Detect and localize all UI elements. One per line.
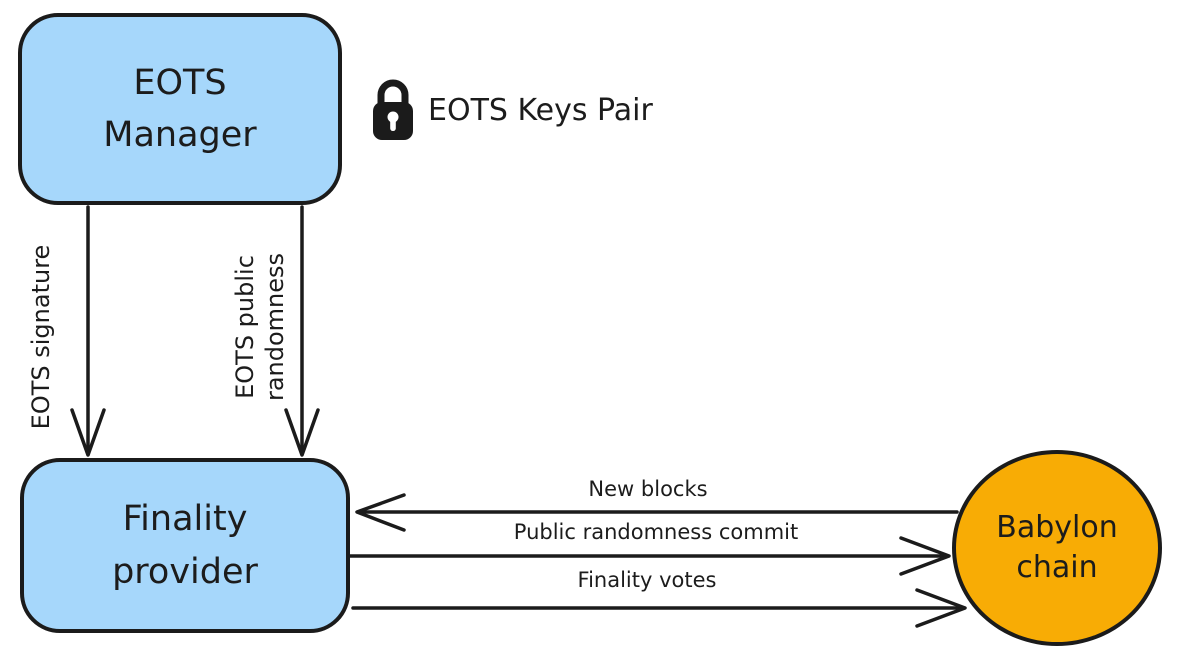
eots-manager-node: EOTS Manager: [18, 13, 342, 205]
eots-signature-edge-label: EOTS signature: [27, 244, 55, 430]
eots-public-randomness-arrow: [284, 205, 320, 457]
eots-signature-arrow: [70, 205, 106, 457]
babylon-chain-label-line1: Babylon: [996, 509, 1118, 545]
eots-keys-pair-label: EOTS Keys Pair: [428, 92, 653, 128]
eots-manager-label-line2: Manager: [103, 115, 257, 155]
lock-icon: [373, 79, 413, 140]
new-blocks-arrow: [355, 493, 959, 532]
eots-keys-pair-annotation: EOTS Keys Pair: [372, 78, 653, 142]
finality-votes-arrow: [351, 588, 967, 628]
new-blocks-edge-label: New blocks: [588, 477, 708, 501]
eots-public-randomness-edge-label: EOTS public randomness: [230, 253, 290, 401]
public-randomness-commit-edge-label: Public randomness commit: [513, 520, 799, 544]
finality-provider-label-line1: Finality: [122, 499, 248, 539]
babylon-chain-node: Babylon chain: [952, 450, 1162, 646]
eots-public-randomness-label-line2: randomness: [261, 252, 289, 402]
eots-public-randomness-label-line1: EOTS public: [231, 255, 259, 399]
finality-provider-label-line2: provider: [112, 551, 258, 592]
finality-votes-edge-label: Finality votes: [577, 568, 717, 592]
babylon-chain-label-line2: chain: [1016, 550, 1098, 585]
public-randomness-commit-arrow: [348, 536, 951, 576]
eots-manager-label-line1: EOTS: [133, 62, 227, 103]
finality-provider-node: Finality provider: [20, 458, 350, 633]
